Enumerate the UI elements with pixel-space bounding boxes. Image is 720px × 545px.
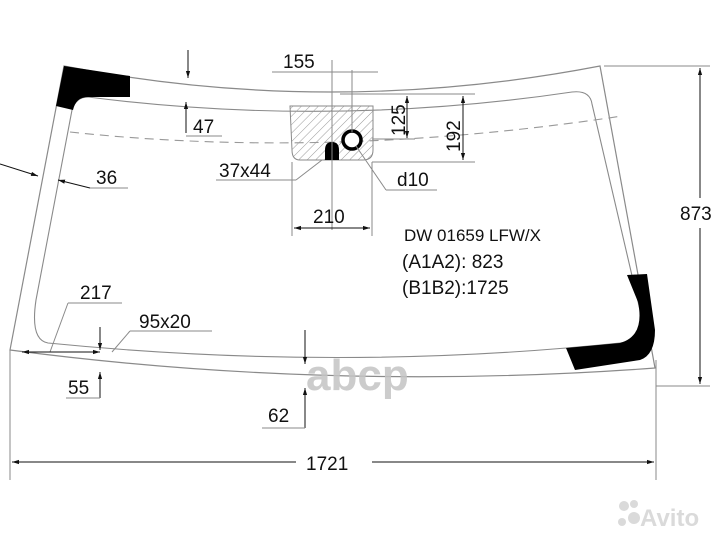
dim-hole-diameter: d10 xyxy=(397,170,429,191)
dim-sensor-width: 210 xyxy=(313,207,345,228)
avito-logo: Avito xyxy=(618,500,699,532)
dim-bottom-band: 62 xyxy=(268,406,289,427)
dim-side-band: 36 xyxy=(96,168,117,189)
dim-sensor-height: 192 xyxy=(444,120,465,152)
dim-bottom-left-band: 55 xyxy=(68,378,89,399)
part-code: DW 01659 LFW/X xyxy=(404,226,541,245)
dim-mirror-pad: 37x44 xyxy=(219,161,271,182)
dim-sensor-top: 125 xyxy=(389,104,410,136)
dim-sensor-offset: 155 xyxy=(283,52,315,73)
part-a1a2: (A1A2): 823 xyxy=(402,252,503,273)
ceramic-corner-bottom-right xyxy=(566,274,655,370)
dim-vin-window: 95x20 xyxy=(139,312,191,333)
dim-corner: 217 xyxy=(80,283,112,304)
dim-top-band: 47 xyxy=(193,117,214,138)
dim-height: 873 xyxy=(680,204,712,225)
ceramic-corner-top-left xyxy=(56,66,130,110)
watermark-avito: Avito xyxy=(640,505,699,532)
part-b1b2: (B1B2):1725 xyxy=(402,278,509,299)
watermark-abcp: abcp xyxy=(306,351,409,400)
dim-width: 1721 xyxy=(306,454,348,475)
dimension-lines xyxy=(0,50,710,480)
